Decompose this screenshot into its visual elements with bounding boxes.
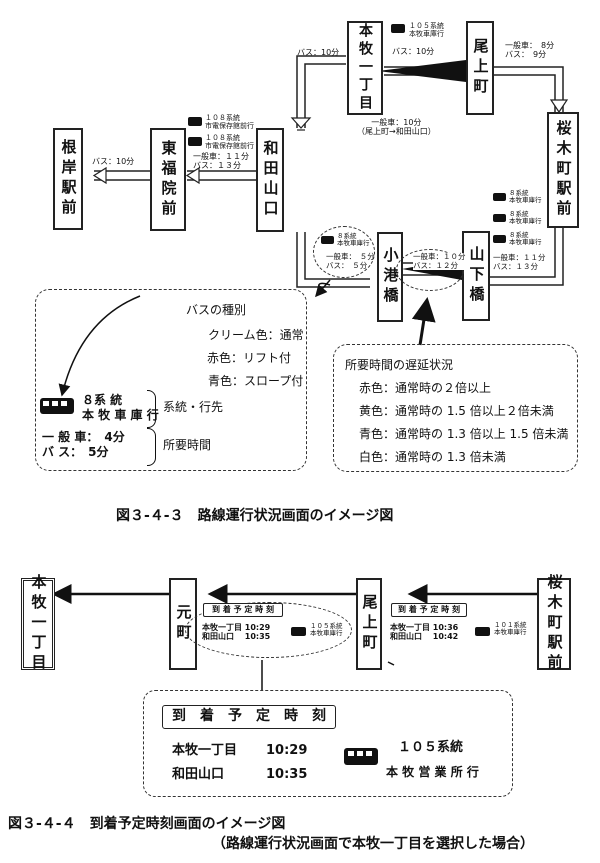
figure-caption-2: 図３-４-４ 到着予定時刻画面のイメージ図 bbox=[8, 816, 286, 832]
arrival-bus-system: １０５系統 bbox=[398, 740, 464, 755]
legend-title: バスの種別 bbox=[186, 303, 247, 317]
bus-icon bbox=[493, 214, 506, 222]
legend-item: 赤色：リフト付 bbox=[207, 351, 292, 365]
stop-label: 本牧一丁目 bbox=[29, 574, 48, 674]
right-bus-c: ８系統 本牧車庫行 bbox=[509, 231, 542, 247]
figure-caption-1: 図３-４-３ 路線運行状況画面のイメージ図 bbox=[116, 508, 394, 524]
stop-yamashita-bashi[interactable]: 山下橋 bbox=[462, 231, 490, 321]
brace bbox=[147, 390, 156, 428]
figure-caption-2-sub: （路線運行状況画面で本牧一丁目を選択した場合） bbox=[212, 836, 534, 852]
arrival-bus-destination: 本 牧 営 業 所 行 bbox=[386, 765, 479, 779]
legend-item: 赤色：通常時の２倍以上 bbox=[359, 381, 492, 395]
stop-label: 桜木町駅前 bbox=[545, 574, 564, 674]
honmoku-onoe-time: 一般車：10分 （尾上町→和田山口） bbox=[357, 118, 436, 137]
stop-label: 尾上町 bbox=[471, 38, 490, 98]
bus-window bbox=[61, 401, 67, 406]
arrival-stop-1: 本牧一丁目 bbox=[172, 743, 238, 758]
arrival-rows-small-2: 本牧一丁目 10:36 和田山口 10:42 bbox=[390, 623, 459, 642]
stop-onoe-cho-2[interactable]: 尾上町 bbox=[356, 578, 382, 670]
stop-label: 本牧一丁目 bbox=[357, 23, 373, 113]
stop-label: 山下橋 bbox=[467, 246, 486, 306]
arrival-title-small: 到 着 予 定 時 刻 bbox=[203, 603, 283, 617]
legend-item: 黄色：通常時の 1.5 倍以上２倍未満 bbox=[359, 404, 554, 418]
stop-label: 桜木町駅前 bbox=[554, 120, 573, 220]
arrival-rows-small: 本牧一丁目 10:29 和田山口 10:35 bbox=[202, 623, 271, 642]
bus-window bbox=[52, 401, 58, 406]
bus-108-info-b: １０８系統 市電保存館前行 bbox=[205, 134, 254, 151]
bus-icon bbox=[391, 24, 405, 33]
arrival-callout-ellipse[interactable] bbox=[185, 602, 352, 658]
arrival-time-1: 10:29 bbox=[266, 743, 308, 758]
time-label: バス：10分 bbox=[392, 47, 435, 56]
right-time: 一般車：１１分 バス：１３分 bbox=[493, 253, 546, 271]
bus-icon bbox=[493, 193, 506, 201]
bus-icon bbox=[493, 235, 506, 243]
stop-label: 尾上町 bbox=[360, 594, 379, 654]
arrival-bus-small: １０５系統 本牧車庫行 bbox=[310, 622, 343, 638]
bus-icon bbox=[321, 236, 334, 244]
right-bus-b: ８系統 本牧車庫行 bbox=[509, 210, 542, 226]
stop-label: 東福院前 bbox=[159, 139, 178, 220]
arrival-time-2: 10:35 bbox=[266, 767, 308, 782]
stop-onoe-cho[interactable]: 尾上町 bbox=[466, 21, 494, 115]
onoe-sakura-time: 一般車： 8分 バス： 9分 bbox=[505, 41, 555, 60]
direction-arrows bbox=[92, 99, 569, 185]
bus-icon bbox=[291, 627, 306, 636]
arrival-title-large: 到 着 予 定 時 刻 bbox=[162, 705, 336, 729]
stop-tofukuin-mae[interactable]: 東福院前 bbox=[150, 128, 186, 231]
brace bbox=[147, 428, 156, 466]
bus-window bbox=[357, 751, 363, 756]
arrival-stop-2: 和田山口 bbox=[172, 767, 225, 782]
bus-window bbox=[366, 751, 372, 756]
kominato-time: 一般車： ５分 バス： ５分 bbox=[326, 252, 375, 270]
congestion-bar-top bbox=[378, 60, 466, 82]
stop-label: 根岸駅前 bbox=[59, 139, 78, 219]
arrival-detail-panel bbox=[143, 690, 513, 797]
legend-bus-type bbox=[35, 289, 307, 471]
stop-label: 小港橋 bbox=[381, 247, 400, 307]
bus-icon bbox=[188, 117, 202, 126]
legend-item: 青色：スロープ付 bbox=[208, 374, 304, 388]
legend-item: 青色：通常時の 1.3 倍以上 1.5 倍未満 bbox=[359, 427, 569, 441]
legend-title: 所要時間の遅延状況 bbox=[345, 358, 454, 372]
legend-note: 所要時間 bbox=[163, 438, 212, 452]
bus-105-info: １０５系統 本牧車庫行 bbox=[409, 22, 444, 39]
arrival-bus-small-2: １０１系統 本牧車庫行 bbox=[494, 621, 527, 637]
stop-honmoku-itchome[interactable]: 本牧一丁目 bbox=[347, 21, 383, 115]
stop-sakuragicho-2[interactable]: 桜木町駅前 bbox=[537, 574, 571, 674]
stop-wadayamaguchi[interactable]: 和田山口 bbox=[256, 128, 284, 232]
legend-bus-example: ８系 統 本 牧 車 庫 行 bbox=[82, 393, 159, 422]
legend-item: 白色：通常時の 1.3 倍未満 bbox=[359, 450, 506, 464]
bus-callout-kominato[interactable] bbox=[313, 226, 375, 278]
time-label: バス：10分 bbox=[92, 157, 135, 166]
stop-honmoku-itchome-selected[interactable]: 本牧一丁目 bbox=[21, 574, 55, 674]
tofuku-wada-time: 一般車：１１分 バス：１３分 bbox=[193, 152, 249, 171]
legend-time-example: 一 般 車： 4分 バ ス： 5分 bbox=[42, 430, 125, 459]
yamashita-time: 一般車：１０分 バス：１２分 bbox=[413, 252, 466, 271]
right-bus-a: ８系統 本牧車庫行 bbox=[509, 189, 542, 205]
stop-label: 和田山口 bbox=[261, 140, 280, 220]
bus-icon bbox=[188, 137, 202, 146]
legend-delay bbox=[333, 344, 578, 472]
stop-negishi-ekimae[interactable]: 根岸駅前 bbox=[53, 128, 83, 230]
bus-108-info-a: １０８系統 市電保存館前行 bbox=[205, 114, 254, 131]
bus-icon bbox=[475, 627, 490, 636]
stop-sakuragicho-ekimae[interactable]: 桜木町駅前 bbox=[547, 112, 579, 228]
bus-window bbox=[43, 401, 49, 406]
arrival-title-small-2: 到 着 予 定 時 刻 bbox=[391, 603, 467, 617]
legend-note: 系統・行先 bbox=[163, 400, 224, 414]
bus-8-kominato: ８系統 本牧車庫行 bbox=[337, 232, 370, 248]
bus-window bbox=[348, 751, 354, 756]
legend-item: クリーム色：通常 bbox=[208, 328, 304, 342]
time-label: バス：10分 bbox=[297, 48, 340, 57]
